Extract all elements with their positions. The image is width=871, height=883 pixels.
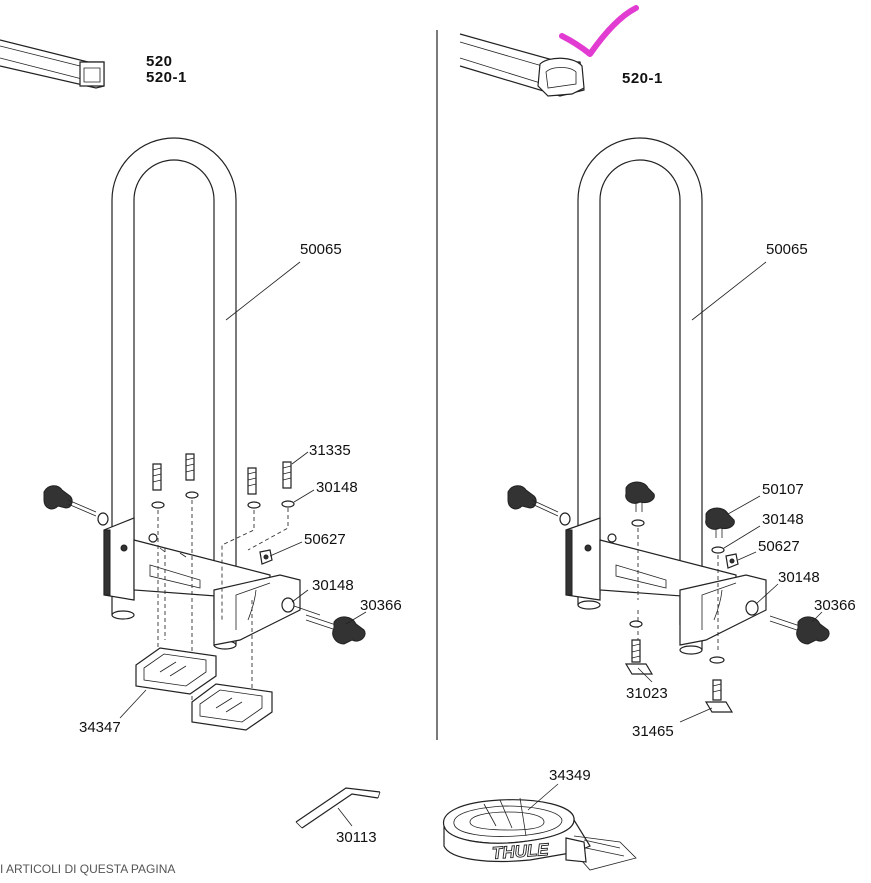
label-tbolt-left: 31023 xyxy=(626,685,668,702)
knob-right-front xyxy=(769,615,830,645)
nut-washer-left xyxy=(259,549,321,616)
knob-left-side xyxy=(43,485,109,526)
model-520-1-right: 520-1 xyxy=(622,70,663,87)
nut-washer-right xyxy=(725,553,759,616)
bracket-right xyxy=(565,517,767,646)
label-nut-right: 50627 xyxy=(758,538,800,555)
knobs-right-top xyxy=(625,481,735,660)
footer-note: I ARTICOLI DI QUESTA PAGINA xyxy=(0,862,176,876)
roof-bar-right xyxy=(459,33,585,97)
strap-34349: THULE xyxy=(443,797,637,871)
label-screw-left: 31335 xyxy=(309,442,351,459)
model-numbers-left: 520 520-1 xyxy=(146,54,187,86)
part-labels: 50065 31335 30148 50627 30148 30366 3434… xyxy=(79,241,856,846)
model-520: 520 xyxy=(146,53,173,70)
allen-key xyxy=(295,787,381,829)
label-washer-right-top: 30148 xyxy=(762,511,804,528)
frame-tube-right xyxy=(577,137,703,655)
strap-logo-text: THULE xyxy=(491,840,550,863)
checkmark-icon xyxy=(559,5,639,57)
label-frame-right: 50065 xyxy=(766,241,808,258)
label-frame-left: 50065 xyxy=(300,241,342,258)
leaders-right xyxy=(637,261,823,723)
roof-bar-left xyxy=(0,39,105,89)
label-allen-key: 30113 xyxy=(336,829,377,846)
label-tbolt-right: 31465 xyxy=(632,723,674,740)
label-knob-right: 30366 xyxy=(814,597,856,614)
label-knob-top-right: 50107 xyxy=(762,481,804,498)
model-numbers-right: 520-1 xyxy=(622,71,663,87)
label-nut-left: 50627 xyxy=(304,531,346,548)
leaders-left xyxy=(119,261,367,719)
bracket-left xyxy=(103,517,301,646)
label-strap: 34349 xyxy=(549,767,591,784)
label-washer-left-top: 30148 xyxy=(316,479,358,496)
label-washer-left-side: 30148 xyxy=(312,577,354,594)
foot-pads-left xyxy=(135,647,273,731)
label-foot-pad: 34347 xyxy=(79,719,121,736)
screws-left xyxy=(151,453,295,700)
label-washer-right-side: 30148 xyxy=(778,569,820,586)
label-knob-left: 30366 xyxy=(360,597,402,614)
knob-right-side xyxy=(507,485,571,526)
leader-strap xyxy=(527,783,559,811)
knob-left-front xyxy=(305,614,366,645)
model-520-1-left: 520-1 xyxy=(146,69,187,86)
